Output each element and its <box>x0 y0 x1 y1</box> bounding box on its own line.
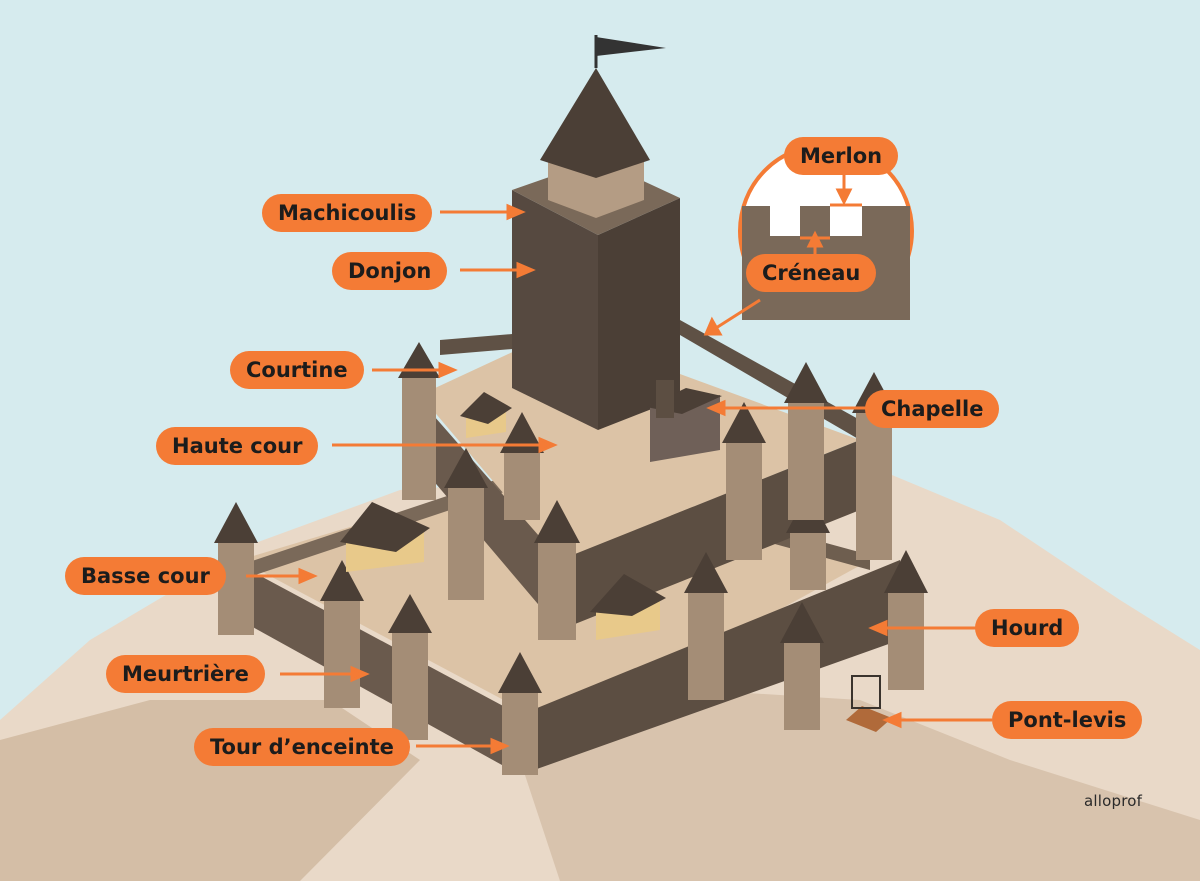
label-chapelle: Chapelle <box>865 390 1000 428</box>
tower-group <box>214 342 928 775</box>
label-hourd: Hourd <box>975 609 1080 647</box>
arrowhead <box>490 737 510 755</box>
keep-drum <box>548 160 644 218</box>
rock-face <box>520 690 1200 881</box>
tower <box>392 630 428 740</box>
label-machicoulis: Machicoulis <box>262 194 433 232</box>
tower <box>538 540 576 640</box>
tower-roof <box>500 412 544 453</box>
label-meurtriere: Meurtrière <box>106 655 265 693</box>
tower <box>784 640 820 730</box>
tower <box>788 400 824 520</box>
tower <box>856 410 892 560</box>
tower <box>324 598 360 708</box>
keep-roof <box>540 68 650 178</box>
tower-roof <box>498 652 542 693</box>
tower <box>726 440 762 560</box>
label-creneau: Créneau <box>746 254 877 292</box>
tower-roof <box>214 502 258 543</box>
tower-roof <box>780 602 824 643</box>
tower-roof <box>444 448 488 488</box>
portcullis <box>851 675 881 709</box>
tower <box>888 590 924 690</box>
rear-wall <box>440 320 860 440</box>
tower <box>790 530 826 590</box>
tower <box>218 540 254 635</box>
tower-roof <box>722 402 766 443</box>
arrowhead <box>868 619 888 637</box>
chapel-spire <box>652 362 678 380</box>
tower <box>688 590 724 700</box>
drawbridge <box>846 706 892 732</box>
keep-left-face <box>512 190 598 430</box>
tower-roof <box>534 500 580 543</box>
label-haute-cour: Haute cour <box>156 427 319 465</box>
tower-roof <box>388 594 432 633</box>
label-donjon: Donjon <box>332 252 448 290</box>
label-pont-levis: Pont-levis <box>992 701 1143 739</box>
label-courtine: Courtine <box>230 351 364 389</box>
tower-roof <box>320 560 364 601</box>
alloprof-logo: alloprof <box>1084 792 1143 810</box>
arrowhead <box>882 711 902 729</box>
arrowhead <box>516 261 536 279</box>
arrowhead <box>350 665 370 683</box>
arrowhead <box>506 203 526 221</box>
arrowhead <box>438 361 458 379</box>
arrowhead <box>806 230 824 248</box>
arrow-creneau-wall <box>715 298 761 330</box>
arrowhead <box>703 316 723 336</box>
tower-roof <box>784 362 828 403</box>
flag <box>596 37 666 56</box>
arrowhead <box>538 436 558 454</box>
tower <box>502 690 538 775</box>
outer-wall-left <box>240 565 520 775</box>
tower-roof <box>684 552 728 593</box>
arrowhead <box>298 567 318 585</box>
house-roof <box>590 574 666 616</box>
inner-wall-left <box>420 400 560 630</box>
arrows <box>246 172 992 755</box>
label-merlon: Merlon <box>784 137 899 175</box>
arrowhead <box>706 399 726 417</box>
tower <box>448 485 484 600</box>
tower <box>402 375 436 500</box>
house-roof <box>460 392 512 424</box>
label-tour-enceinte: Tour d’enceinte <box>194 728 410 766</box>
tower <box>504 450 540 520</box>
chapel-bell-tower <box>656 378 674 418</box>
arrowhead <box>835 188 853 206</box>
label-basse-cour: Basse cour <box>65 557 226 595</box>
house-roof <box>340 502 430 552</box>
tower-roof <box>884 550 928 593</box>
